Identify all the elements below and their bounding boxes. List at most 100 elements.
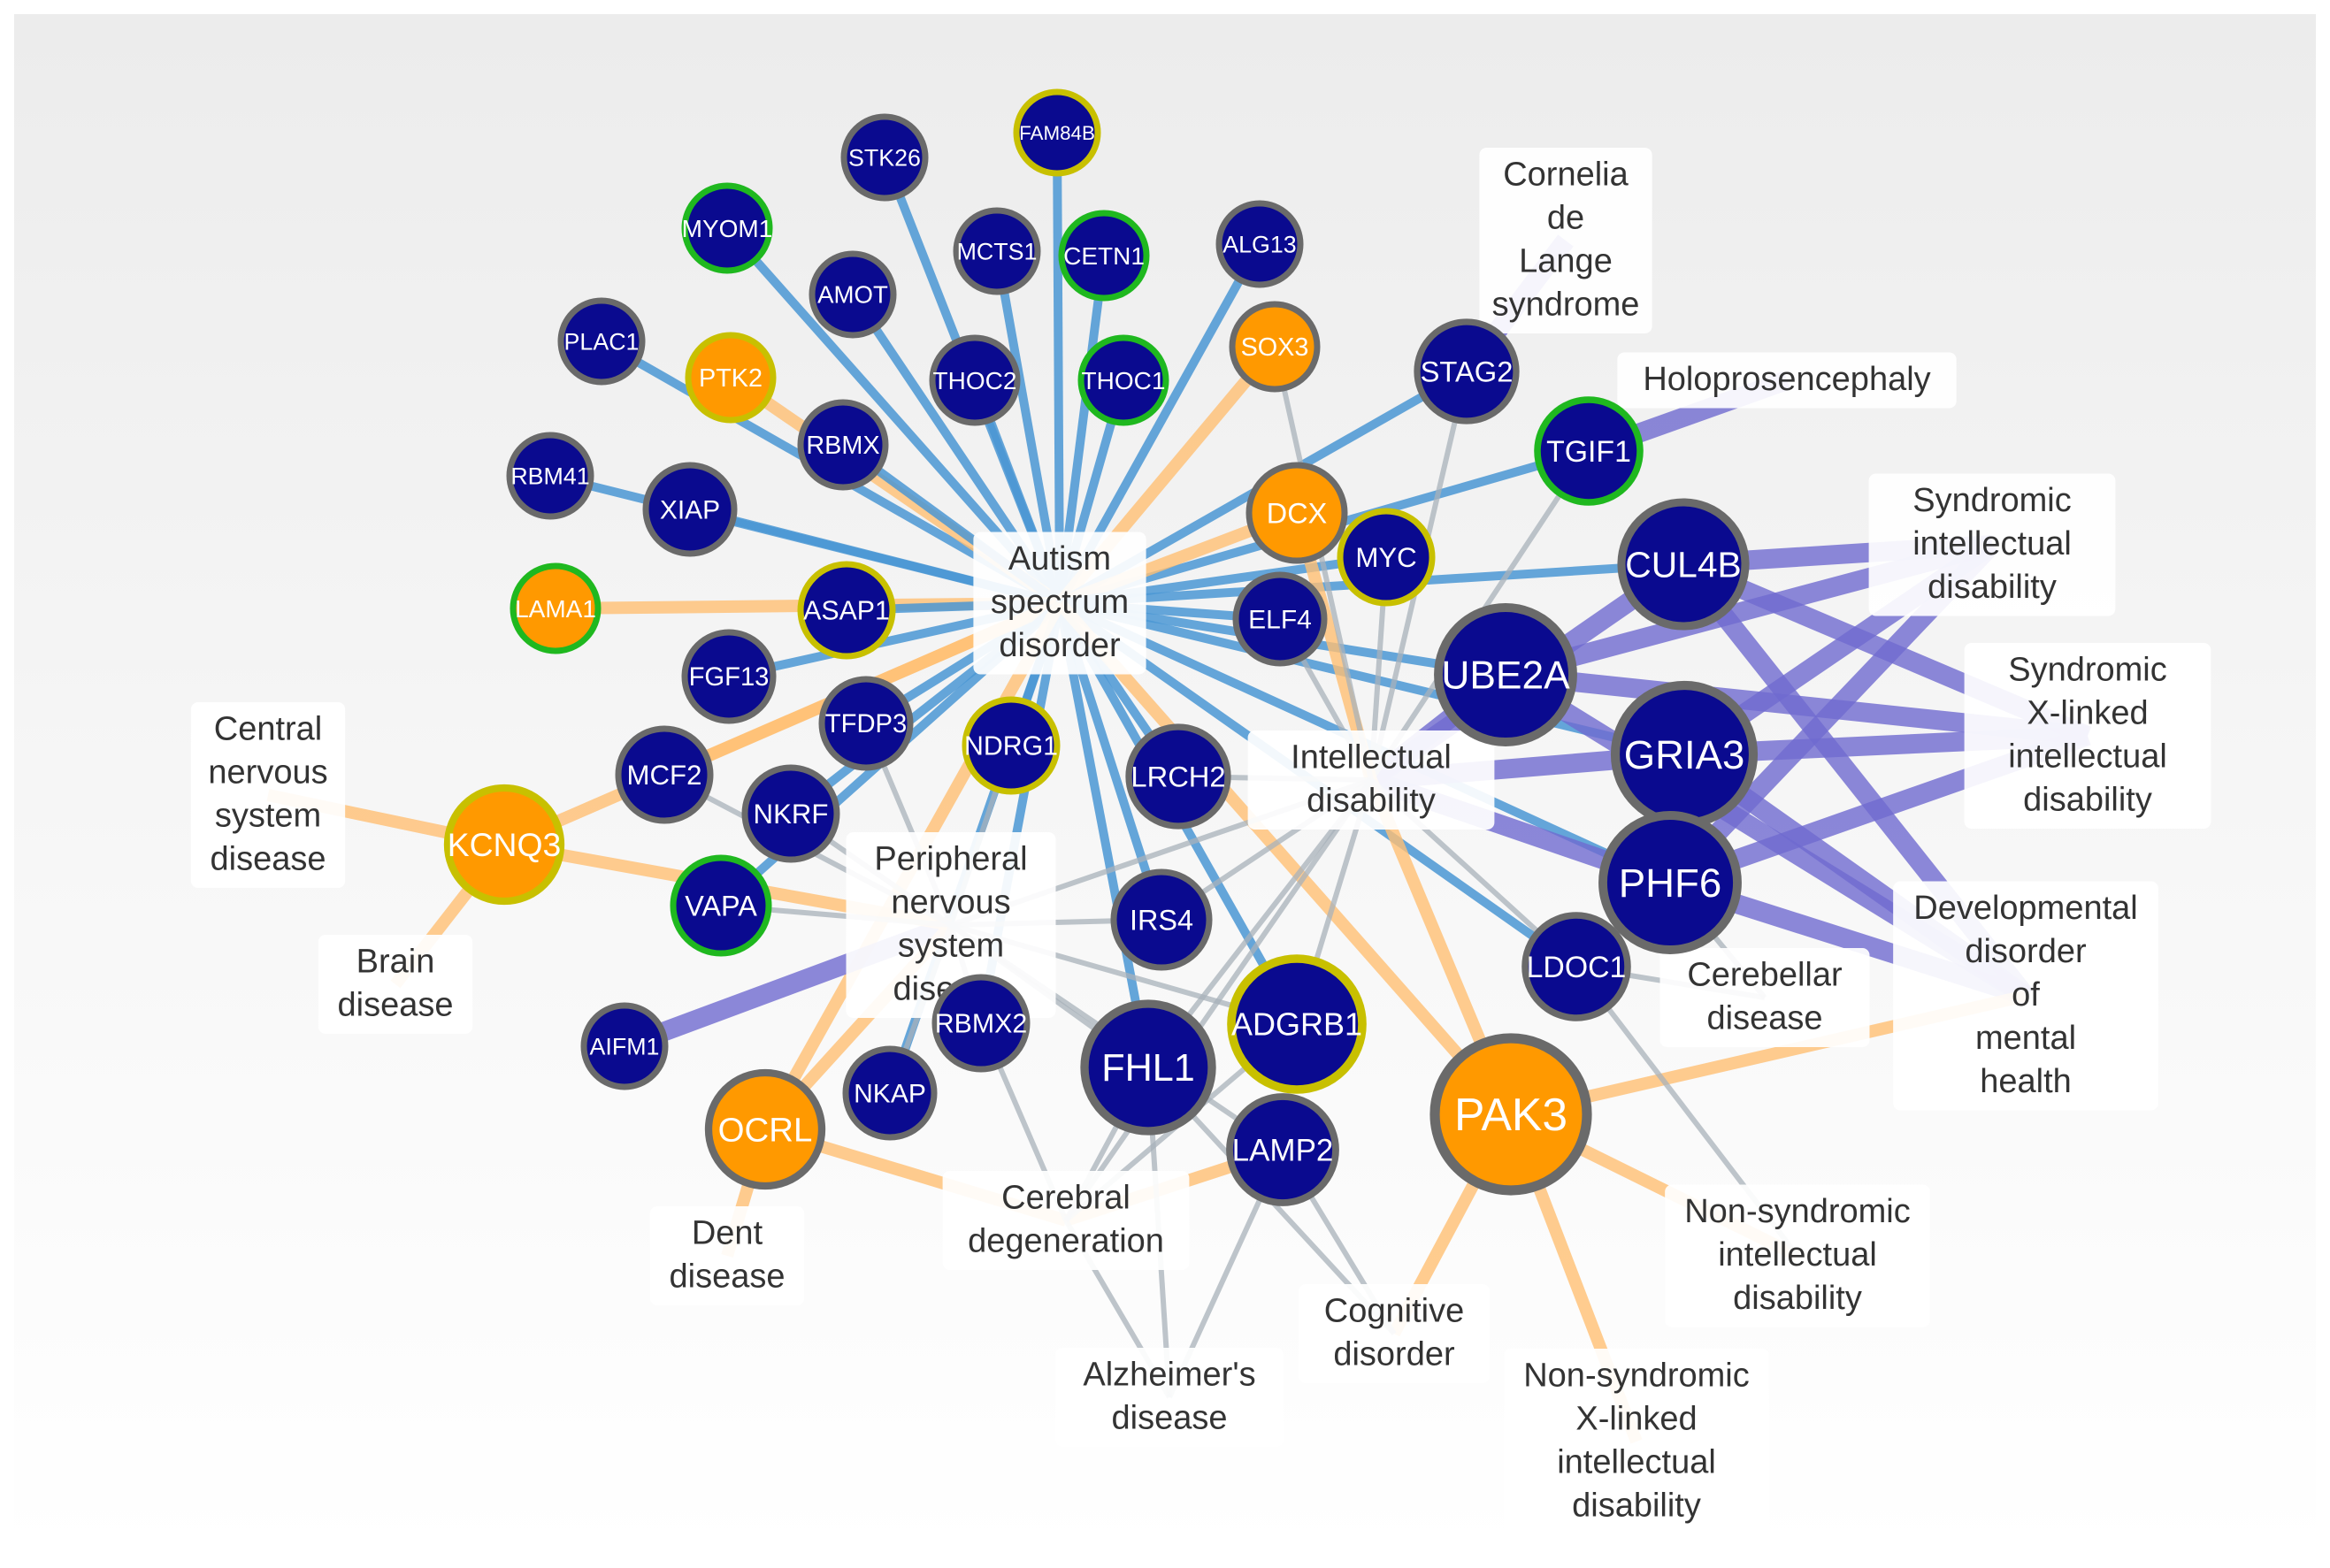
gene-node-plac1[interactable]: PLAC1 [557, 297, 646, 386]
gene-node-lrch2[interactable]: LRCH2 [1125, 723, 1231, 830]
gene-node-sox3[interactable]: SOX3 [1229, 301, 1321, 393]
gene-node-phf6[interactable]: PHF6 [1598, 811, 1742, 954]
disease-label-text: nervous [208, 753, 327, 791]
gene-node-fam84b[interactable]: FAM84B [1013, 88, 1101, 177]
gene-node-label: NDRG1 [964, 732, 1058, 761]
gene-node-gria3[interactable]: GRIA3 [1610, 680, 1759, 829]
gene-node-circle [797, 561, 896, 660]
gene-node-ptk2[interactable]: PTK2 [685, 332, 777, 424]
disease-label-text: disease [1112, 1399, 1228, 1436]
gene-node-label: LAMA1 [515, 595, 596, 623]
gene-node-circle [557, 297, 646, 386]
gene-node-circle [842, 1045, 938, 1141]
gene-node-xiap[interactable]: XIAP [642, 462, 738, 557]
gene-node-circle [670, 854, 772, 957]
disease-label-text: disease [211, 840, 326, 877]
gene-node-kcnq3[interactable]: KCNQ3 [443, 784, 565, 906]
gene-node-stag2[interactable]: STAG2 [1414, 318, 1520, 425]
gene-node-aifm1[interactable]: AIFM1 [580, 1002, 669, 1090]
gene-node-rbm41[interactable]: RBM41 [506, 432, 594, 520]
gene-node-dcx[interactable]: DCX [1245, 462, 1348, 564]
gene-node-stk26[interactable]: STK26 [840, 113, 929, 202]
disease-label-text: Cognitive [1324, 1292, 1464, 1329]
gene-node-fhl1[interactable]: FHL1 [1080, 999, 1216, 1136]
gene-node-adgrb1[interactable]: ADGRB1 [1227, 954, 1367, 1094]
gene-node-label: DCX [1267, 497, 1327, 529]
gene-node-circle [506, 432, 594, 520]
disease-label-text: disability [1733, 1280, 1862, 1317]
disease-node-nsxlid[interactable]: Non-syndromicX-linkedintellectualdisabil… [1504, 1349, 1769, 1534]
gene-node-cetn1[interactable]: CETN1 [1058, 210, 1150, 302]
gene-node-circle [1521, 912, 1631, 1021]
gene-node-label: NKAP [854, 1080, 926, 1109]
gene-node-nkrf[interactable]: NKRF [741, 764, 840, 863]
gene-node-asap1[interactable]: ASAP1 [797, 561, 896, 660]
disease-label-box [1055, 1348, 1284, 1447]
gene-node-ldoc1[interactable]: LDOC1 [1521, 912, 1631, 1021]
gene-node-circle [1337, 508, 1436, 607]
gene-node-lamp2[interactable]: LAMP2 [1226, 1093, 1339, 1206]
disease-label-text: Intellectual [1291, 738, 1452, 776]
gene-node-label: PTK2 [699, 364, 763, 393]
gene-node-alg13[interactable]: ALG13 [1215, 200, 1304, 288]
gene-node-label: LRCH2 [1131, 760, 1225, 792]
gene-node-pak3[interactable]: PAK3 [1429, 1033, 1592, 1196]
gene-node-thoc1[interactable]: THOC1 [1077, 334, 1169, 426]
gene-node-rbmx[interactable]: RBMX [797, 399, 889, 491]
gene-node-lama1[interactable]: LAMA1 [510, 562, 602, 654]
disease-label-text: intellectual [1718, 1236, 1877, 1274]
disease-label-text: of [2012, 976, 2040, 1013]
disease-label-text: Holoprosencephaly [1643, 361, 1930, 398]
disease-node-hpe[interactable]: Holoprosencephaly [1617, 352, 1957, 409]
edge-fhl1-asd [1055, 602, 1153, 1068]
gene-node-amot[interactable]: AMOT [809, 250, 897, 339]
gene-node-thoc2[interactable]: THOC2 [929, 334, 1021, 426]
edge-id-cdeg [1063, 778, 1374, 1222]
gene-node-nkap[interactable]: NKAP [842, 1045, 938, 1141]
gene-node-mcf2[interactable]: MCF2 [615, 725, 714, 824]
gene-node-label: FGF13 [689, 663, 770, 692]
disease-label-text: Central [214, 710, 323, 747]
gene-node-circle [1125, 723, 1231, 830]
gene-node-label: ASAP1 [803, 597, 890, 626]
gene-node-irs4[interactable]: IRS4 [1110, 868, 1213, 971]
gene-node-myc[interactable]: MYC [1337, 508, 1436, 607]
gene-node-mcts1[interactable]: MCTS1 [953, 207, 1041, 295]
gene-node-fgf13[interactable]: FGF13 [681, 629, 777, 724]
edge-pak3-asd [1054, 599, 1516, 1119]
gene-node-circle [1226, 1093, 1339, 1206]
disease-node-pnsd[interactable]: Peripheralnervoussystemdisease [846, 832, 1056, 1018]
gene-node-myom1[interactable]: MYOM1 [681, 182, 773, 274]
gene-node-label: STAG2 [1421, 355, 1514, 387]
gene-node-ocrl[interactable]: OCRL [704, 1068, 826, 1190]
gene-node-tfdp3[interactable]: TFDP3 [818, 676, 914, 771]
gene-node-circle [1232, 571, 1328, 667]
gene-node-rbmx2[interactable]: RBMX2 [931, 974, 1031, 1073]
gene-node-elf4[interactable]: ELF4 [1232, 571, 1328, 667]
gene-node-circle [510, 562, 602, 654]
gene-node-label: PLAC1 [564, 328, 640, 355]
disease-label-text: Brain [356, 943, 435, 980]
gene-node-cul4b[interactable]: CUL4B [1617, 498, 1750, 631]
gene-node-vapa[interactable]: VAPA [670, 854, 772, 957]
disease-label-text: nervous [891, 883, 1010, 921]
gene-node-label: FAM84B [1019, 122, 1095, 144]
gene-node-tgif1[interactable]: TGIF1 [1534, 396, 1644, 506]
gene-node-ube2a[interactable]: UBE2A [1434, 603, 1577, 746]
gene-node-ndrg1[interactable]: NDRG1 [962, 696, 1061, 795]
